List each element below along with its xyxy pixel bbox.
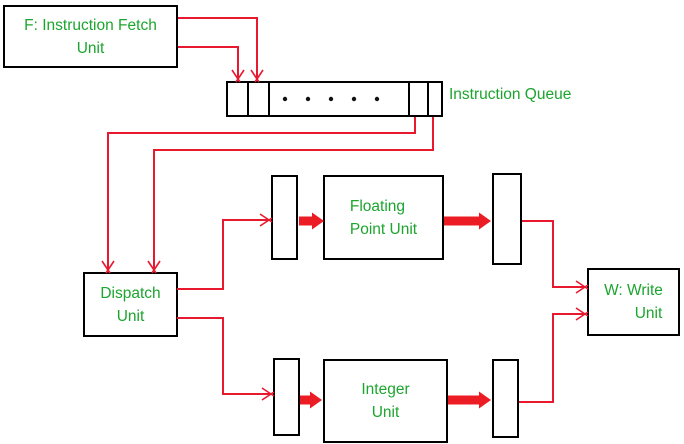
queue-slot-divider	[247, 83, 249, 115]
dispatch-unit-label-line2: Unit	[116, 307, 145, 325]
fpu-output-buffer	[492, 173, 522, 265]
floating-point-unit-box: Floating Point Unit	[323, 175, 444, 260]
fpu-in-arrow	[299, 212, 324, 230]
floating-point-unit-label: Floating Point Unit	[350, 195, 417, 241]
dispatch-unit-label-line1: Dispatch	[100, 284, 161, 302]
int-out-arrow	[448, 391, 491, 409]
fpu-input-buffer	[271, 175, 298, 260]
dispatch-unit-box: Dispatch Unit	[83, 272, 178, 337]
queue-slot-divider	[408, 83, 410, 115]
fetch-to-queue-slot2	[178, 17, 258, 79]
write-unit-label-line1: W: Write	[604, 282, 663, 299]
integer-unit-label-line1: Integer	[361, 381, 410, 398]
dispatch-to-int-buffer	[177, 317, 270, 395]
integer-input-buffer	[273, 358, 300, 436]
instruction-queue-label: Instruction Queue	[449, 86, 572, 103]
floating-point-unit-label-line1: Floating	[349, 197, 406, 215]
int-buffer-to-write	[519, 313, 584, 403]
instruction-fetch-unit-box: F: Instruction Fetch Unit	[3, 5, 178, 68]
queue-slot-divider	[268, 83, 270, 115]
write-unit-label-line2: Unit	[634, 305, 663, 322]
instruction-fetch-unit-label-line2: Unit	[76, 39, 105, 57]
integer-unit-box: Integer Unit	[323, 359, 448, 443]
write-unit-box: W: Write Unit	[587, 268, 680, 336]
instruction-fetch-unit-label-line1: F: Instruction Fetch	[24, 16, 157, 34]
fpu-out-arrow	[444, 212, 491, 230]
floating-point-unit-label-line2: Point Unit	[349, 220, 418, 238]
instruction-queue-box	[226, 81, 443, 117]
int-in-arrow	[300, 391, 322, 409]
integer-output-buffer	[492, 359, 519, 438]
fetch-to-queue-slot1	[178, 46, 239, 79]
queue-slot-divider	[427, 83, 429, 115]
integer-unit-label-line2: Unit	[371, 404, 400, 421]
fpu-buffer-to-write	[522, 220, 584, 288]
dispatch-to-fpu-buffer	[177, 219, 268, 290]
